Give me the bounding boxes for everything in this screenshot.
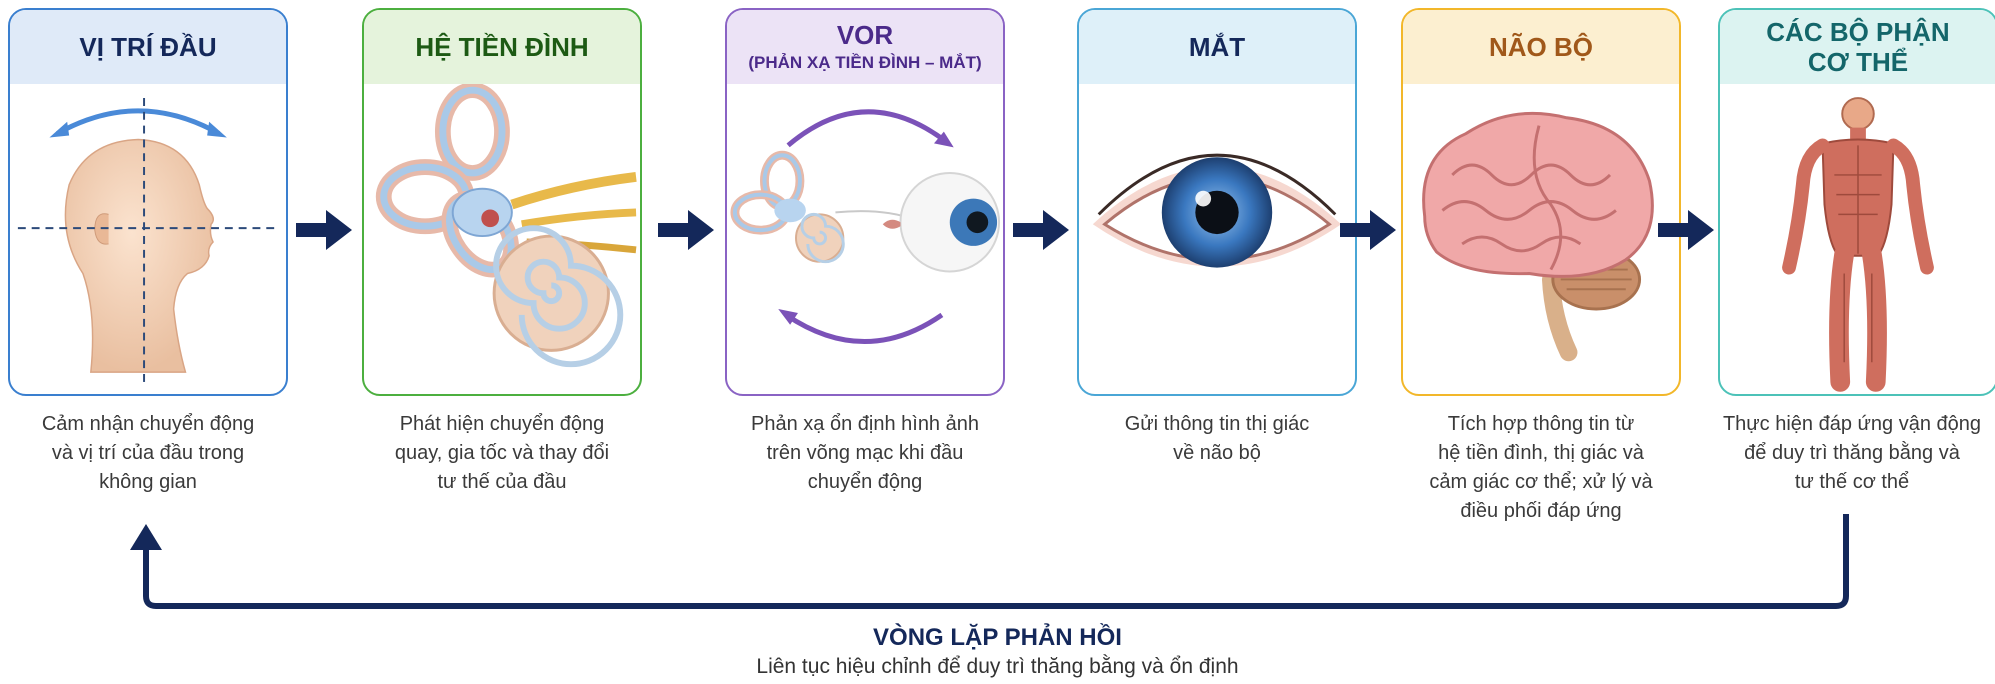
feedback-loop-title: VÒNG LẶP PHẢN HỒI bbox=[0, 624, 1995, 652]
stage-description: Tích hợp thông tin từ hệ tiền đình, thị … bbox=[1391, 410, 1691, 526]
flow-arrow-right-icon bbox=[1340, 208, 1396, 252]
stage-title: NÃO BỘ bbox=[1489, 32, 1593, 62]
flow-arrow-right-icon bbox=[658, 208, 714, 252]
description-line: và vị trí của đầu trong bbox=[0, 439, 298, 468]
stage-card-head-position: VỊ TRÍ ĐẦU bbox=[8, 8, 288, 396]
body-muscles-icon bbox=[1720, 84, 1995, 396]
description-line: chuyển động bbox=[715, 468, 1015, 497]
description-line: điều phối đáp ứng bbox=[1391, 497, 1691, 526]
stage-title: HỆ TIỀN ĐÌNH bbox=[415, 32, 588, 62]
description-line: Phản xạ ổn định hình ảnh bbox=[715, 410, 1015, 439]
description-line: Tích hợp thông tin từ bbox=[1391, 410, 1691, 439]
stage-title-line2: CƠ THỂ bbox=[1808, 47, 1908, 77]
description-line: trên võng mạc khi đầu bbox=[715, 439, 1015, 468]
stage-card-body-parts: CÁC BỘ PHẬN CƠ THỂ bbox=[1718, 8, 1995, 396]
flow-arrow-right-icon bbox=[1013, 208, 1069, 252]
description-line: Cảm nhận chuyển động bbox=[0, 410, 298, 439]
stage-header: VOR (PHẢN XẠ TIỀN ĐÌNH – MẮT) bbox=[727, 10, 1003, 84]
stage-title: VỊ TRÍ ĐẦU bbox=[79, 32, 216, 62]
stage-header: CÁC BỘ PHẬN CƠ THỂ bbox=[1720, 10, 1995, 84]
description-line: để duy trì thăng bằng và bbox=[1692, 439, 1995, 468]
stage-header: NÃO BỘ bbox=[1403, 10, 1679, 84]
stage-card-brain: NÃO BỘ bbox=[1401, 8, 1681, 396]
description-line: Gửi thông tin thị giác bbox=[1067, 410, 1367, 439]
description-line: Thực hiện đáp ứng vận động bbox=[1692, 410, 1995, 439]
flow-arrow-right-icon bbox=[296, 208, 352, 252]
feedback-loop-subtitle: Liên tục hiệu chỉnh để duy trì thăng bằn… bbox=[0, 655, 1995, 679]
stage-header: MẮT bbox=[1079, 10, 1355, 84]
stage-subtitle: (PHẢN XẠ TIỀN ĐÌNH – MẮT) bbox=[748, 52, 981, 74]
vestibular-system-icon bbox=[364, 84, 640, 396]
stage-card-eye: MẮT bbox=[1077, 8, 1357, 396]
description-line: quay, gia tốc và thay đổi bbox=[352, 439, 652, 468]
flow-arrow-right-icon bbox=[1658, 208, 1714, 252]
stage-description: Thực hiện đáp ứng vận động để duy trì th… bbox=[1692, 410, 1995, 497]
description-line: không gian bbox=[0, 468, 298, 497]
stage-card-vestibular: HỆ TIỀN ĐÌNH bbox=[362, 8, 642, 396]
description-line: tư thế cơ thể bbox=[1692, 468, 1995, 497]
stage-title: VOR bbox=[837, 20, 893, 50]
stage-description: Gửi thông tin thị giác về não bộ bbox=[1067, 410, 1367, 468]
stage-header: HỆ TIỀN ĐÌNH bbox=[364, 10, 640, 84]
stage-description: Phát hiện chuyển động quay, gia tốc và t… bbox=[352, 410, 652, 497]
brain-icon bbox=[1403, 84, 1679, 396]
stage-card-vor: VOR (PHẢN XẠ TIỀN ĐÌNH – MẮT) bbox=[725, 8, 1005, 396]
stage-title: CÁC BỘ PHẬN bbox=[1766, 17, 1949, 47]
description-line: hệ tiền đình, thị giác và bbox=[1391, 439, 1691, 468]
eye-icon bbox=[1079, 84, 1355, 396]
head-profile-icon bbox=[10, 84, 286, 396]
vor-reflex-icon bbox=[727, 84, 1003, 396]
stage-description: Phản xạ ổn định hình ảnh trên võng mạc k… bbox=[715, 410, 1015, 497]
description-line: tư thế của đầu bbox=[352, 468, 652, 497]
stage-title: MẮT bbox=[1189, 32, 1245, 62]
description-line: về não bộ bbox=[1067, 439, 1367, 468]
description-line: cảm giác cơ thể; xử lý và bbox=[1391, 468, 1691, 497]
description-line: Phát hiện chuyển động bbox=[352, 410, 652, 439]
stage-header: VỊ TRÍ ĐẦU bbox=[10, 10, 286, 84]
stage-description: Cảm nhận chuyển động và vị trí của đầu t… bbox=[0, 410, 298, 497]
